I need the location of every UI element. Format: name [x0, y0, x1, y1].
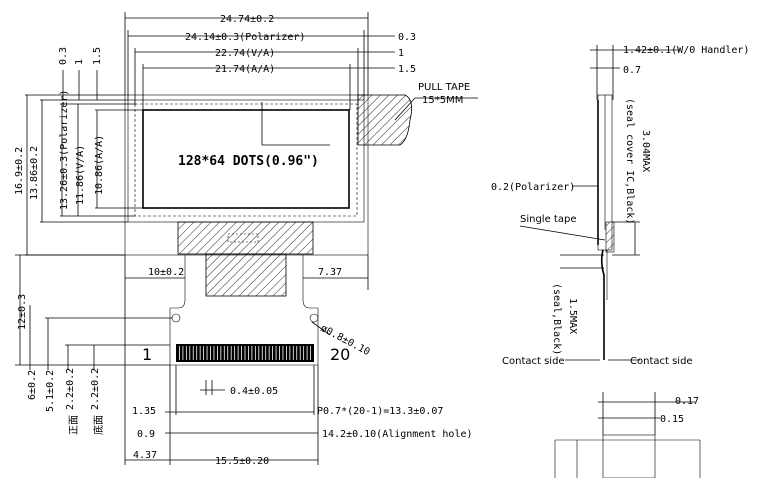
polarizer-width-label: 24.14±0.3(Polarizer)	[185, 32, 305, 43]
left-offset-3: 1.5	[92, 47, 103, 65]
pin-row	[176, 344, 314, 362]
polarizer-label: 0.2(Polarizer)	[491, 182, 575, 193]
max-height-label: 3.04MAX	[640, 130, 651, 172]
tail-height-label: 12±0.3	[17, 294, 28, 330]
aa-width-label: 21.74(A/A)	[215, 64, 275, 75]
pull-tape-label: PULL TAPE	[418, 82, 470, 93]
pitch-label: P0.7*(20-1)=13.3±0.07	[317, 406, 443, 417]
dim-2-2-a-label: 2.2±0.2	[65, 368, 76, 410]
pin-last-label: 20	[330, 345, 350, 364]
contact-left-label: Contact side	[502, 356, 565, 367]
aa-height-label: 10.86(A/A)	[94, 135, 105, 195]
contact-right-label: Contact side	[630, 356, 693, 367]
seal-note-label: (seal cover IC,Black)	[624, 98, 635, 224]
detail-dim-b: 0.15	[660, 414, 684, 425]
alignment-hole-label: 14.2±0.10(Alignment hole)	[322, 429, 473, 440]
pin-width-label: 0.4±0.05	[230, 386, 278, 397]
pull-tape-size: 15*5MM	[422, 95, 463, 106]
right-offset-1: 0.3	[398, 32, 416, 43]
bottom-width-label: 15.5±0.20	[215, 456, 269, 467]
detail-view: 0.17 0.15	[554, 392, 701, 478]
glass-label: 0.7	[623, 65, 641, 76]
thickness-label: 1.42±0.1(W/0 Handler)	[623, 45, 749, 56]
tail-width-label: 10±0.2	[148, 267, 184, 278]
right-offset-2: 1	[398, 48, 404, 59]
resolution-label: 128*64 DOTS(0.96")	[178, 154, 319, 169]
left-0-9-label: 0.9	[137, 429, 155, 440]
overall-width-label: 24.74±0.2	[220, 14, 274, 25]
left-offset-2: 1	[74, 59, 85, 65]
right-offset-3: 1.5	[398, 64, 416, 75]
height-2-label: 13.86±0.2	[29, 146, 40, 200]
va-width-label: 22.74(V/A)	[215, 48, 275, 59]
front-side-note: 正面	[69, 415, 80, 435]
tail-offset-label: 7.37	[318, 267, 342, 278]
seal-black-label: (seal,Black)	[551, 283, 562, 355]
max-1-5-label: 1.5MAX	[567, 298, 578, 334]
va-height-label: 11.86(V/A)	[75, 145, 86, 205]
dim-6-label: 6±0.2	[27, 370, 38, 400]
front-view: 24.74±0.2 24.14±0.3(Polarizer) 0.3 22.74…	[14, 12, 478, 467]
detail-dim-a: 0.17	[675, 396, 699, 407]
left-offset-1: 0.3	[58, 47, 69, 65]
dim-2-2-b-label: 2.2±0.2	[90, 368, 101, 410]
dim-5-1-label: 5.1±0.2	[45, 370, 56, 412]
left-4-37-label: 4.37	[133, 450, 157, 461]
polarizer-height-label: 13.26±0.3(Polarizer)	[59, 90, 70, 210]
single-tape-label: Single tape	[520, 214, 576, 225]
left-1-35-label: 1.35	[132, 406, 156, 417]
back-side-note: 底面	[92, 415, 105, 435]
overall-height-label: 16.9±0.2	[14, 147, 25, 195]
pin-first-label: 1	[142, 345, 152, 364]
side-view: 1.42±0.1(W/0 Handler) 0.7 3.04MAX (seal …	[491, 45, 749, 367]
